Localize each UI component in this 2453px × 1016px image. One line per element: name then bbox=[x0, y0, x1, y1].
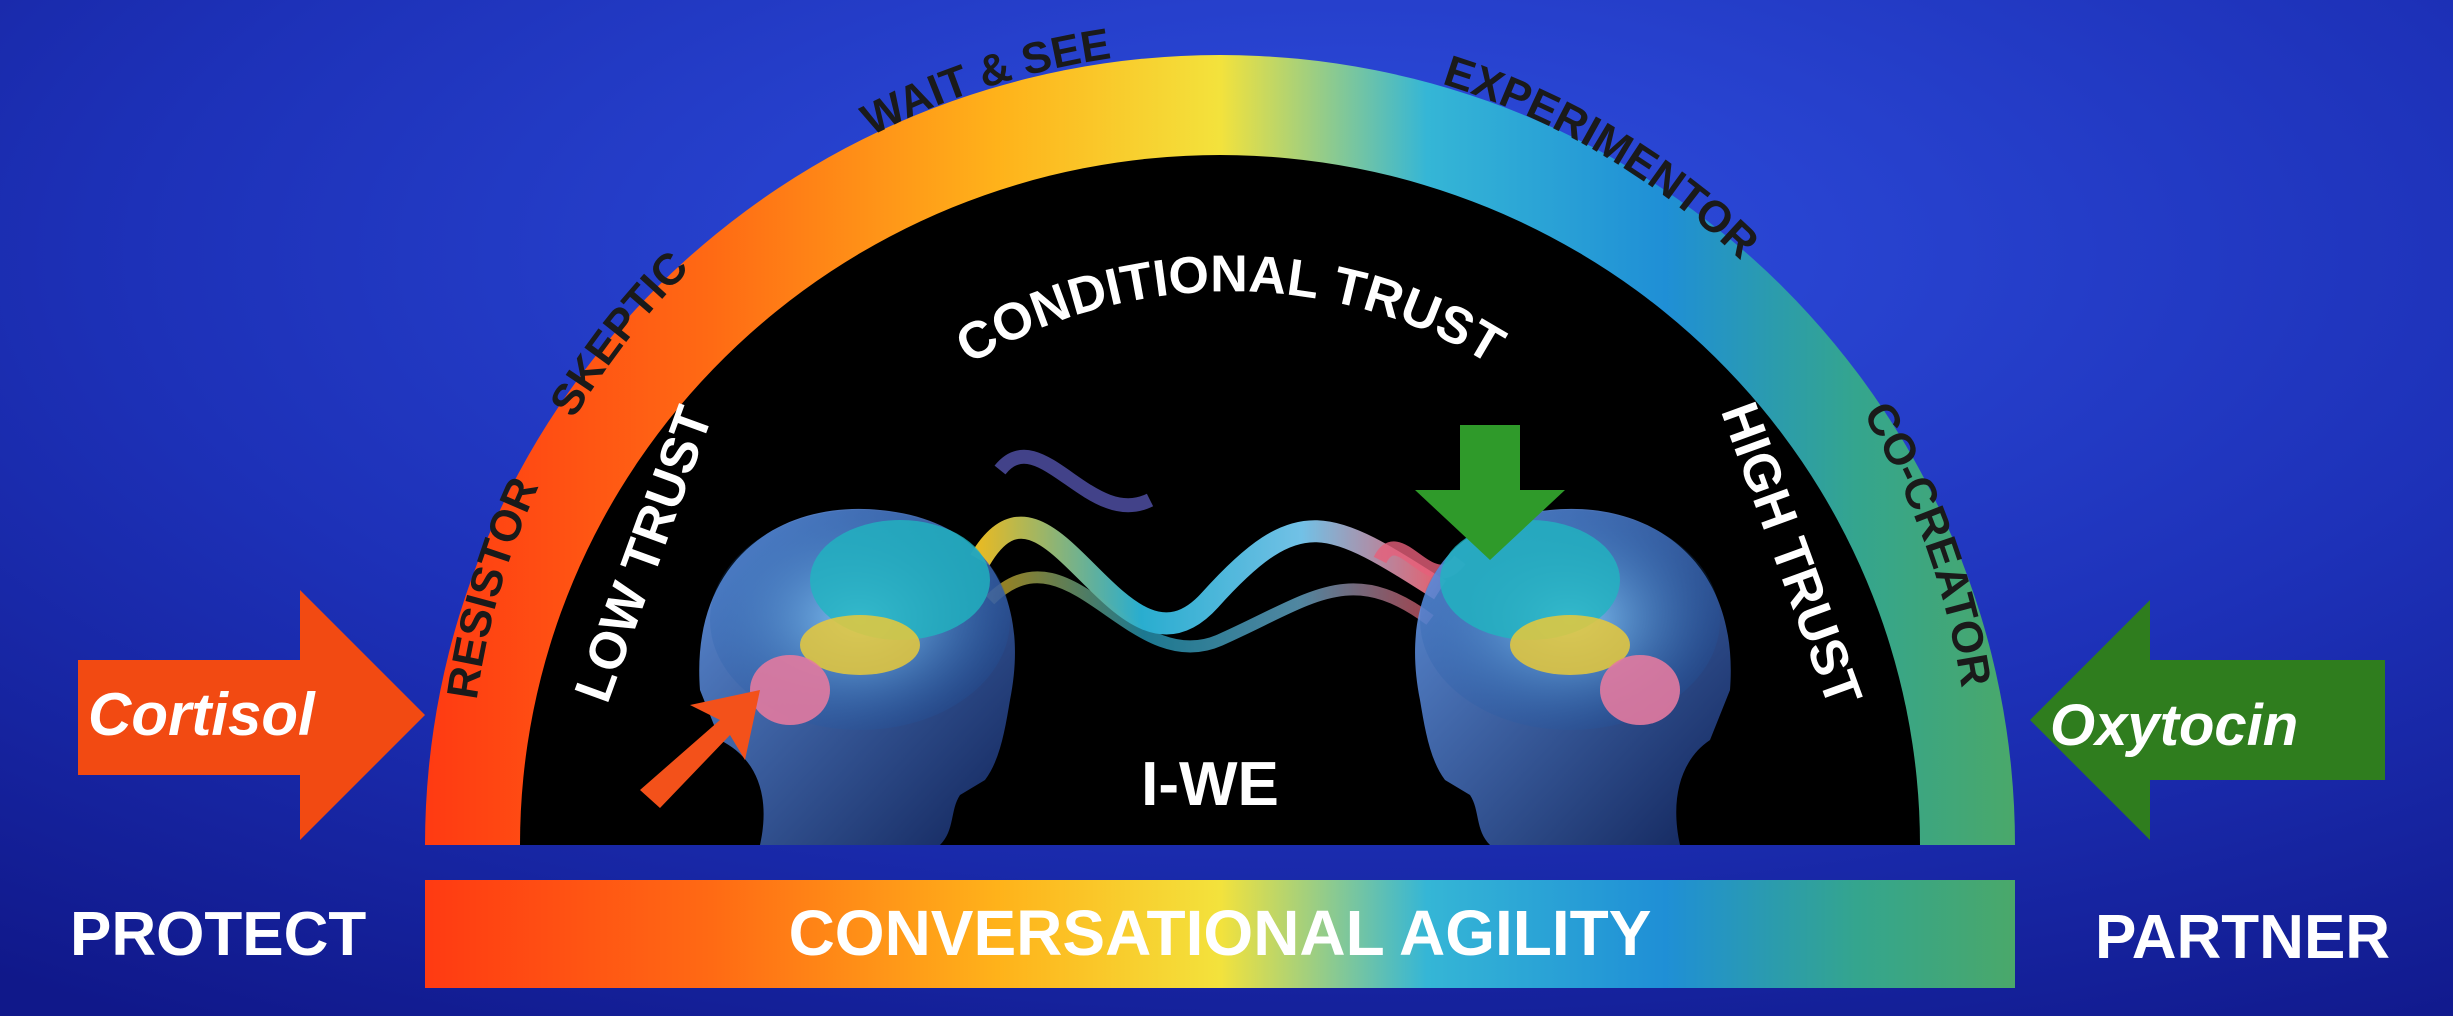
cortisol-label: Cortisol bbox=[88, 681, 316, 748]
agility-bar bbox=[425, 880, 2015, 988]
oxytocin-arrow: Oxytocin bbox=[2030, 600, 2385, 840]
green-arrow-icon bbox=[1415, 425, 1565, 560]
head-silhouette-left bbox=[699, 508, 1015, 845]
head-silhouette-right bbox=[1415, 508, 1731, 845]
cortisol-arrow: Cortisol bbox=[78, 590, 425, 840]
conversational-agility-label: CONVERSATIONAL AGILITY bbox=[789, 897, 1652, 969]
oxytocin-label: Oxytocin bbox=[2050, 693, 2298, 758]
protect-label: PROTECT bbox=[70, 900, 366, 969]
partner-label: PARTNER bbox=[2095, 903, 2390, 972]
red-arrow-icon bbox=[640, 690, 760, 808]
i-we-label: I-WE bbox=[1141, 750, 1279, 819]
